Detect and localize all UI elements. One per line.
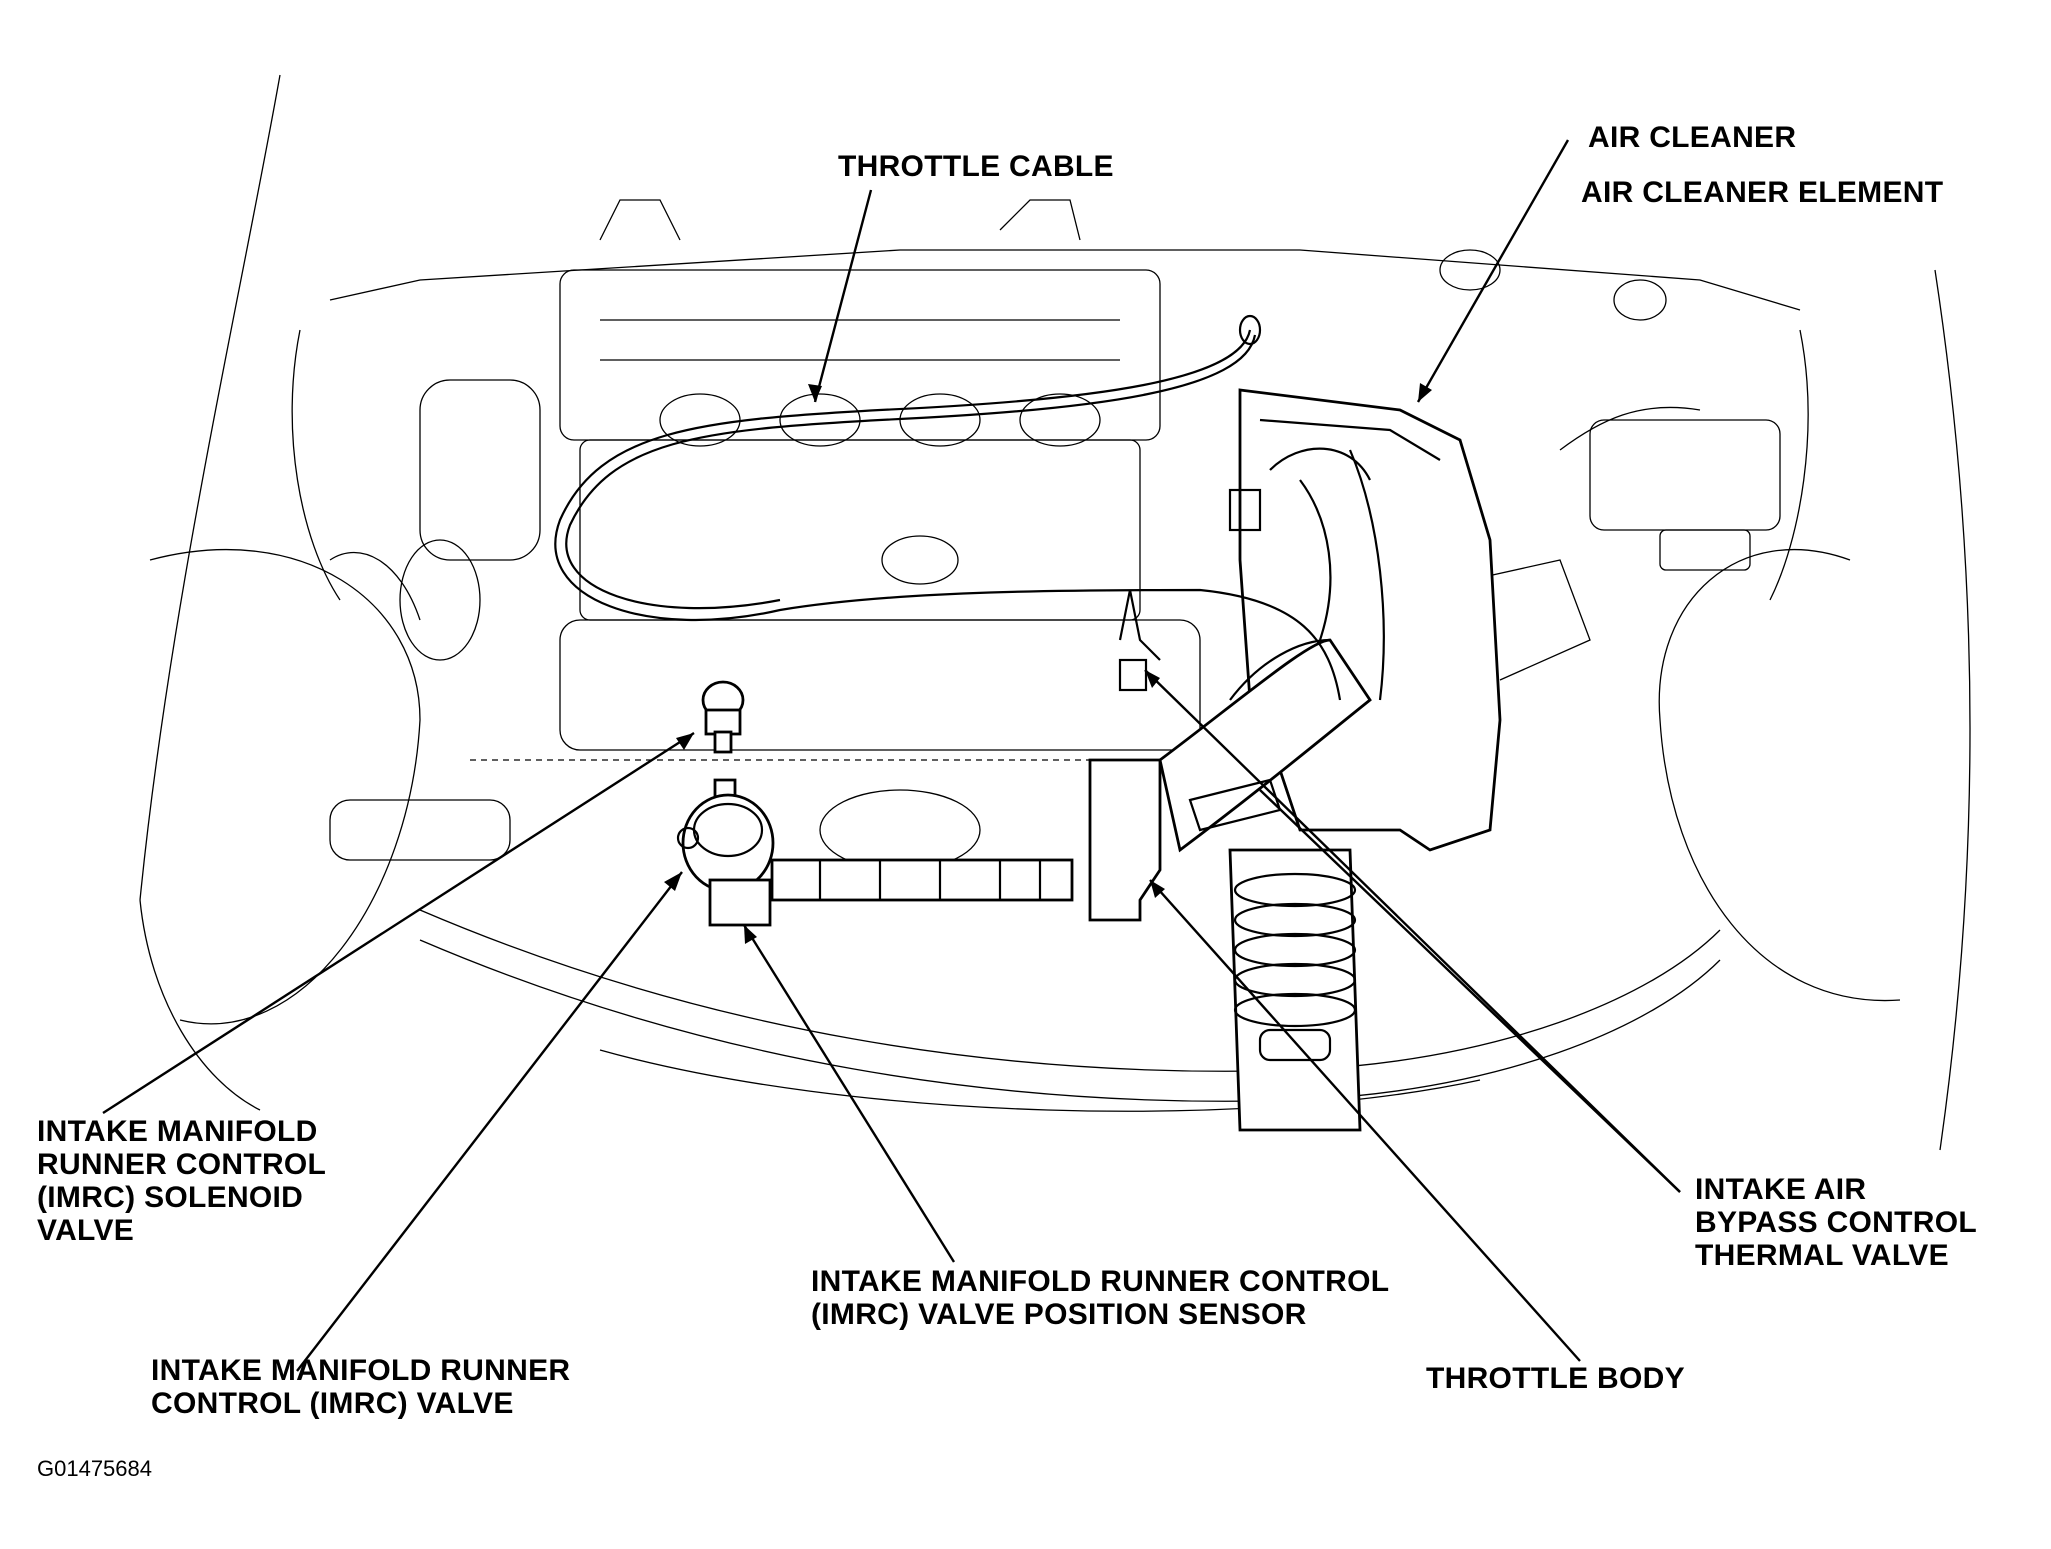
label-line: INTAKE MANIFOLD [37, 1115, 318, 1148]
label-line: (IMRC) SOLENOID [37, 1181, 304, 1214]
label-line: INTAKE MANIFOLD RUNNER [151, 1354, 571, 1387]
throttle-cable [554, 314, 1342, 701]
intake-duct [1228, 848, 1362, 1132]
throttle-body [1088, 638, 1372, 922]
label-line: VALVE [37, 1214, 135, 1247]
figure-id: G01475684 [37, 1456, 152, 1481]
label-throttle-cable: THROTTLE CABLE [838, 150, 1114, 183]
imrc-valve [676, 778, 1074, 927]
leader-lines [102, 139, 1681, 1372]
label-line: RUNNER CONTROL [37, 1148, 327, 1181]
label-line: CONTROL (IMRC) VALVE [151, 1387, 514, 1420]
label-imrc-valve: INTAKE MANIFOLD RUNNER CONTROL (IMRC) VA… [151, 1354, 570, 1420]
label-line: INTAKE MANIFOLD RUNNER CONTROL [811, 1265, 1390, 1298]
label-air-cleaner: AIR CLEANER [1588, 121, 1797, 154]
label-line: THERMAL VALVE [1695, 1239, 1949, 1272]
label-bypass-thermal-valve: INTAKE AIR BYPASS CONTROL THERMAL VALVE [1695, 1173, 1977, 1272]
label-imrc-position-sensor: INTAKE MANIFOLD RUNNER CONTROL (IMRC) VA… [811, 1265, 1389, 1331]
label-throttle-body: THROTTLE BODY [1426, 1362, 1685, 1395]
bypass-hose [1118, 589, 1161, 692]
label-line: (IMRC) VALVE POSITION SENSOR [811, 1298, 1307, 1331]
label-line: INTAKE AIR [1695, 1173, 1867, 1206]
vehicle-body-outline [139, 74, 1971, 1151]
engine-block [329, 199, 1781, 871]
imrc-solenoid-valve [701, 680, 745, 754]
label-line: BYPASS CONTROL [1695, 1206, 1977, 1239]
label-air-cleaner-element: AIR CLEANER ELEMENT [1581, 176, 1944, 209]
label-imrc-solenoid-valve: INTAKE MANIFOLD RUNNER CONTROL (IMRC) SO… [37, 1115, 326, 1247]
